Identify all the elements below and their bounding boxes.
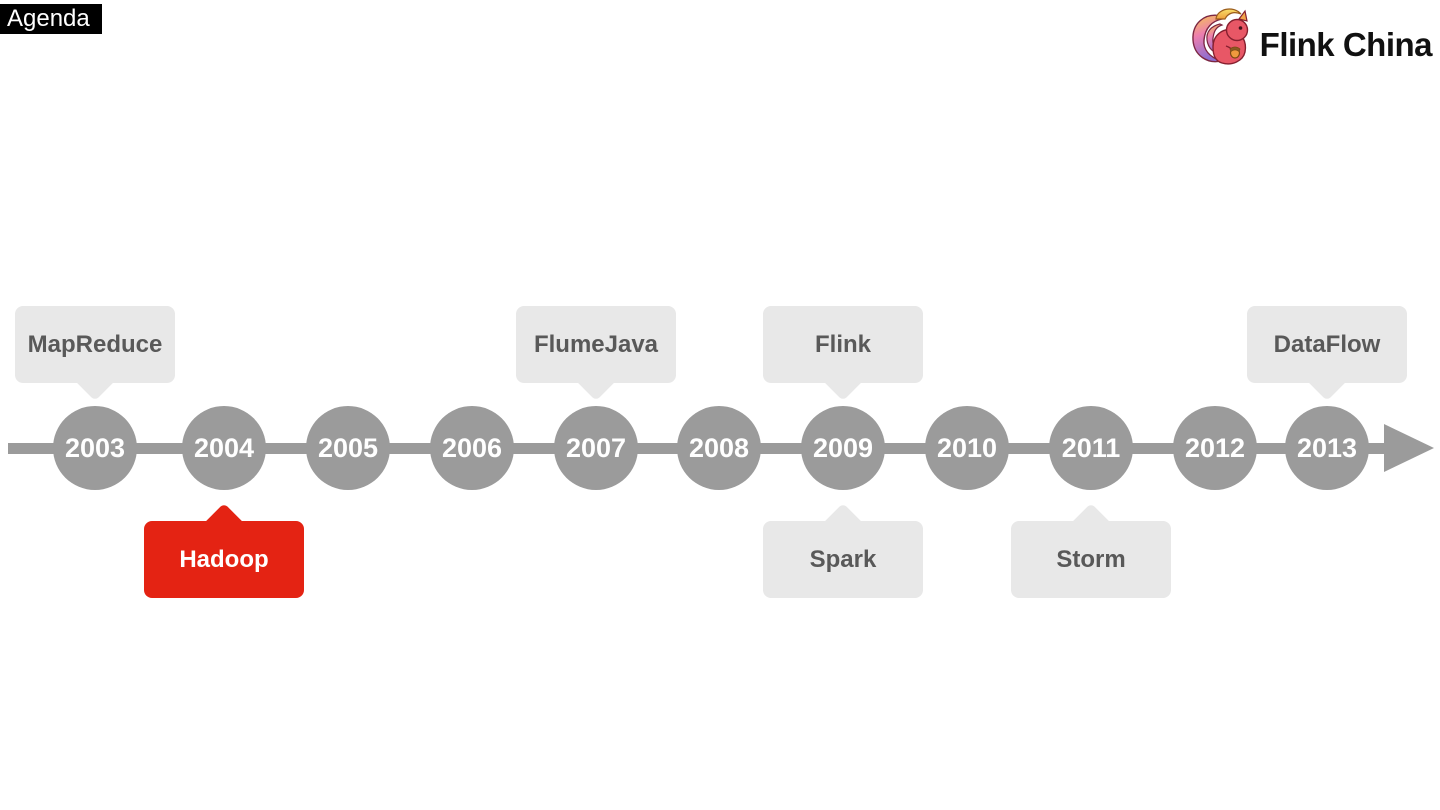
event-callout-hadoop: Hadoop <box>144 503 304 598</box>
callout-label: Flink <box>814 331 871 358</box>
event-callout-mapreduce: MapReduce <box>15 306 175 401</box>
event-callout-dataflow: DataFlow <box>1247 306 1407 401</box>
callout-label: FlumeJava <box>533 331 659 358</box>
timeline-node-2010: 2010 <box>925 406 1009 490</box>
brand: Flink China <box>1188 6 1433 68</box>
callout-label: MapReduce <box>27 331 163 358</box>
agenda-label: Agenda <box>0 4 102 34</box>
event-callout-flumejava: FlumeJava <box>516 306 676 401</box>
timeline-arrowhead-icon <box>1384 424 1434 472</box>
event-callout-flink: Flink <box>763 306 923 401</box>
brand-name: Flink China <box>1259 26 1433 63</box>
flink-squirrel-logo-icon <box>1191 8 1248 65</box>
callout-label: Storm <box>1056 546 1126 573</box>
callout-label: Hadoop <box>179 546 269 573</box>
event-callout-spark: Spark <box>763 503 923 598</box>
callout-label: Spark <box>809 546 877 573</box>
timeline-node-2006: 2006 <box>430 406 514 490</box>
timeline-node-2008: 2008 <box>677 406 761 490</box>
timeline-node-2004: 2004 <box>182 406 266 490</box>
timeline-node-2003: 2003 <box>53 406 137 490</box>
timeline-node-2011: 2011 <box>1049 406 1133 490</box>
event-callout-storm: Storm <box>1011 503 1171 598</box>
callout-label: DataFlow <box>1273 331 1381 358</box>
timeline-node-2007: 2007 <box>554 406 638 490</box>
timeline-node-2005: 2005 <box>306 406 390 490</box>
timeline-node-2009: 2009 <box>801 406 885 490</box>
timeline-node-2012: 2012 <box>1173 406 1257 490</box>
timeline-node-2013: 2013 <box>1285 406 1369 490</box>
